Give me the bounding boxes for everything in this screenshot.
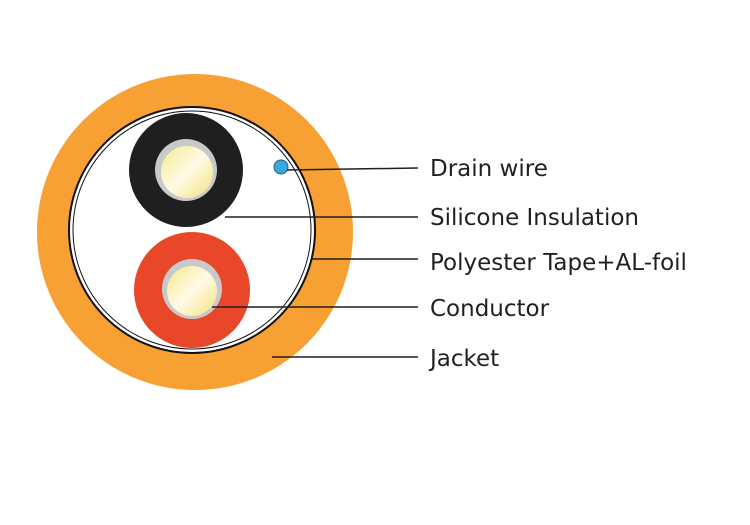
drain-wire-icon [273,159,289,175]
label-silicone-insulation: Silicone Insulation [430,205,639,231]
label-polyester-tape: Polyester Tape+AL-foil [430,250,687,276]
black-conductor [161,146,213,198]
label-drain-wire: Drain wire [430,156,548,182]
leader-lines [212,167,419,358]
label-conductor: Conductor [430,296,550,322]
label-jacket: Jacket [430,346,500,372]
red-conductor [167,266,217,316]
